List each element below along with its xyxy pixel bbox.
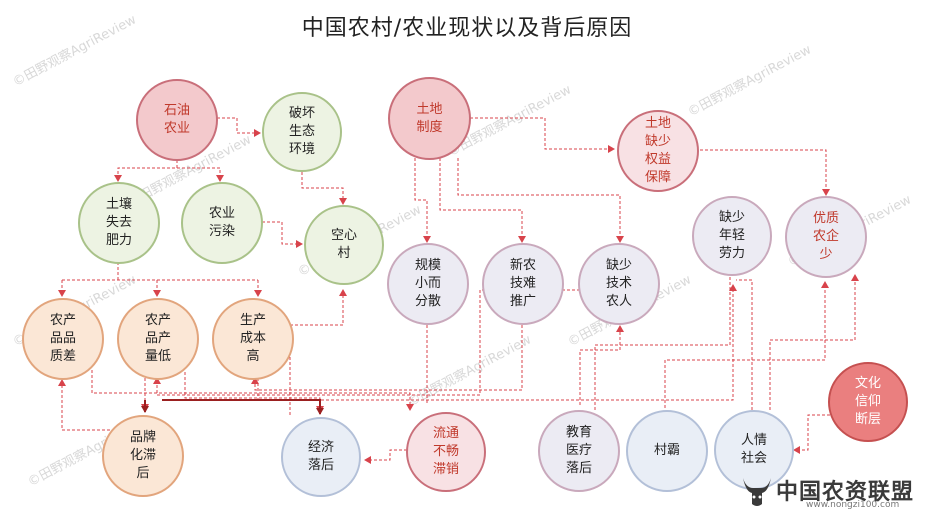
node-tech-promotion: 新农 技难 推广 — [482, 243, 564, 325]
edge-oil-pollution — [177, 167, 224, 182]
node-poor-quality: 农产 品品 质差 — [22, 298, 104, 380]
edge-soil-outputs — [62, 262, 258, 281]
edge-econ-hollow — [289, 289, 347, 415]
edge-oil-soil — [114, 160, 178, 182]
node-hollow-village: 空心 村 — [304, 205, 384, 285]
node-education-medical: 教育 医疗 落后 — [538, 410, 620, 492]
node-village-bully: 村霸 — [626, 410, 708, 492]
node-oil-agriculture: 石油 农业 — [136, 79, 218, 161]
edge-land-tech — [457, 158, 624, 243]
edge-destroy-hollow — [301, 172, 347, 205]
edge-left-youth — [257, 284, 737, 401]
node-quality-enterprises: 优质 农企 少 — [785, 196, 867, 278]
node-low-yield: 农产 品产 量低 — [117, 298, 199, 380]
edge-dark-econ — [162, 399, 324, 415]
edge-edu-tech — [579, 325, 624, 405]
logo-url: www.nongzi100.com — [806, 500, 900, 510]
node-culture-faith: 文化 信仰 断层 — [828, 362, 908, 442]
edge-promo-cost — [251, 325, 523, 391]
edge-rights-quality — [700, 149, 830, 196]
node-small-scale: 规模 小而 分散 — [387, 243, 469, 325]
edge-circ-econ — [364, 449, 407, 464]
edge-culture-favor — [793, 414, 830, 454]
edge-edu-youth — [594, 264, 734, 410]
node-soil-fertility: 土壤 失去 肥力 — [78, 182, 160, 264]
edge-bully-quality — [664, 281, 829, 408]
edge-land-promo — [439, 158, 526, 243]
node-destroy-ecology: 破坏 生态 环境 — [262, 92, 342, 172]
edge-land-scale — [414, 158, 431, 243]
edge-land-rights — [470, 117, 615, 153]
node-economy-lag: 经济 落后 — [281, 417, 361, 497]
node-lack-young-labor: 缺少 年轻 劳力 — [692, 196, 772, 276]
page-title: 中国农村/农业现状以及背后原因 — [301, 16, 633, 41]
node-circulation: 流通 不畅 滞销 — [406, 412, 486, 492]
node-favor-society: 人情 社会 — [714, 410, 794, 490]
edge-favor-quality — [769, 274, 859, 410]
node-high-cost: 生产 成本 高 — [212, 298, 294, 380]
logo-text: 中国农资联盟 — [776, 480, 915, 505]
edge-oil-destroy — [217, 117, 261, 137]
node-agri-pollution: 农业 污染 — [181, 182, 263, 264]
node-lack-tech-farmers: 缺少 技术 农人 — [578, 243, 660, 325]
edge-brand-poorq — [58, 379, 120, 431]
brand-logo: 中国农资联盟 www.nongzi100.com — [736, 470, 932, 514]
edge-poorq-circ — [91, 370, 414, 411]
bull-logo-icon — [743, 478, 771, 506]
node-land-system: 土地 制度 — [388, 77, 471, 160]
node-brand-lag: 品牌 化滞 后 — [102, 415, 184, 497]
edge-pollution-hollow — [262, 221, 303, 248]
node-land-rights: 土地 缺少 权益 保障 — [617, 110, 699, 192]
edge-favor-youth — [736, 279, 753, 410]
